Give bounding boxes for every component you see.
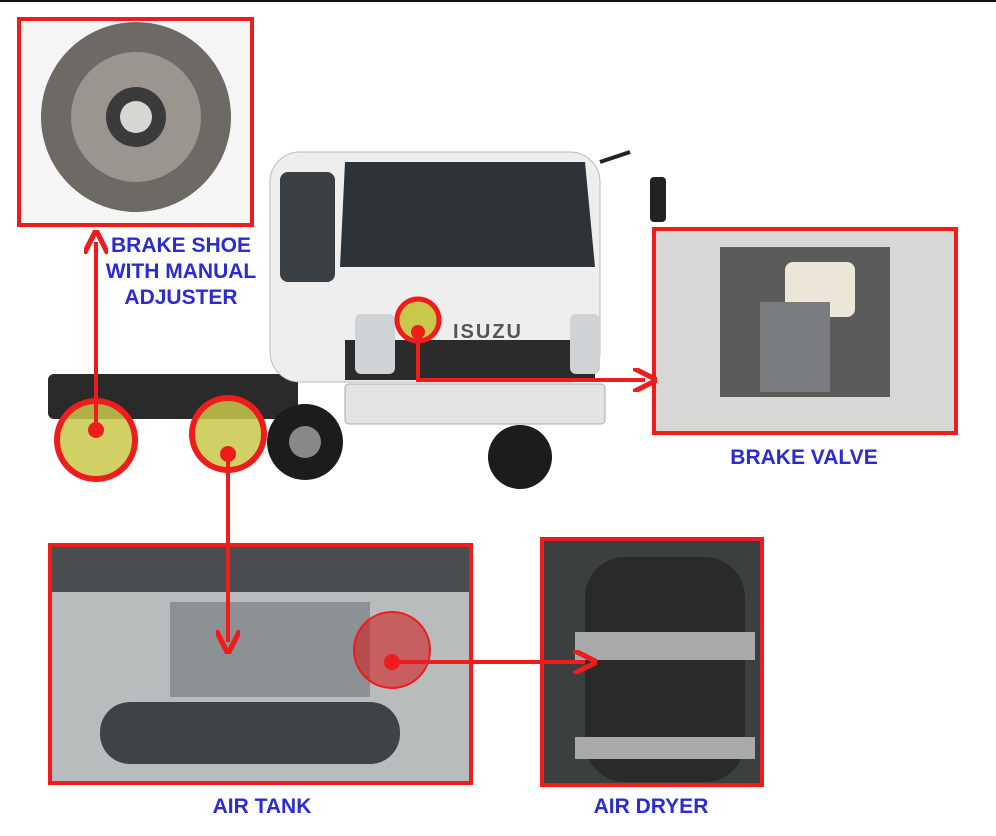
connector-arrows	[90, 242, 645, 668]
brake-shoe-label-line1: BRAKE SHOE	[111, 234, 251, 257]
air-dryer-highlight	[353, 611, 431, 689]
brake-shoe-label-line3: ADJUSTER	[124, 286, 237, 309]
air-dryer-label: AIR DRYER	[594, 795, 709, 818]
mirror-arm	[599, 150, 631, 164]
side-window	[280, 172, 335, 282]
brake-shoe-label-line2: WITH MANUAL	[106, 260, 257, 283]
truck-illustration: ISUZU	[48, 150, 666, 489]
wheel-hub	[289, 426, 321, 458]
side-mirror	[650, 177, 666, 222]
brake-shoe-photo	[17, 17, 254, 227]
arrow-brake-valve	[416, 332, 645, 380]
brand-logo: ISUZU	[453, 321, 523, 343]
brake-valve-photo	[652, 227, 958, 435]
windshield	[340, 162, 595, 267]
headlight-right	[570, 314, 600, 374]
front-wheel-right	[488, 425, 552, 489]
brake-valve-label: BRAKE VALVE	[730, 446, 877, 469]
bumper	[344, 383, 606, 425]
air-tank-label: AIR TANK	[213, 795, 312, 818]
headlight-left	[355, 314, 395, 374]
